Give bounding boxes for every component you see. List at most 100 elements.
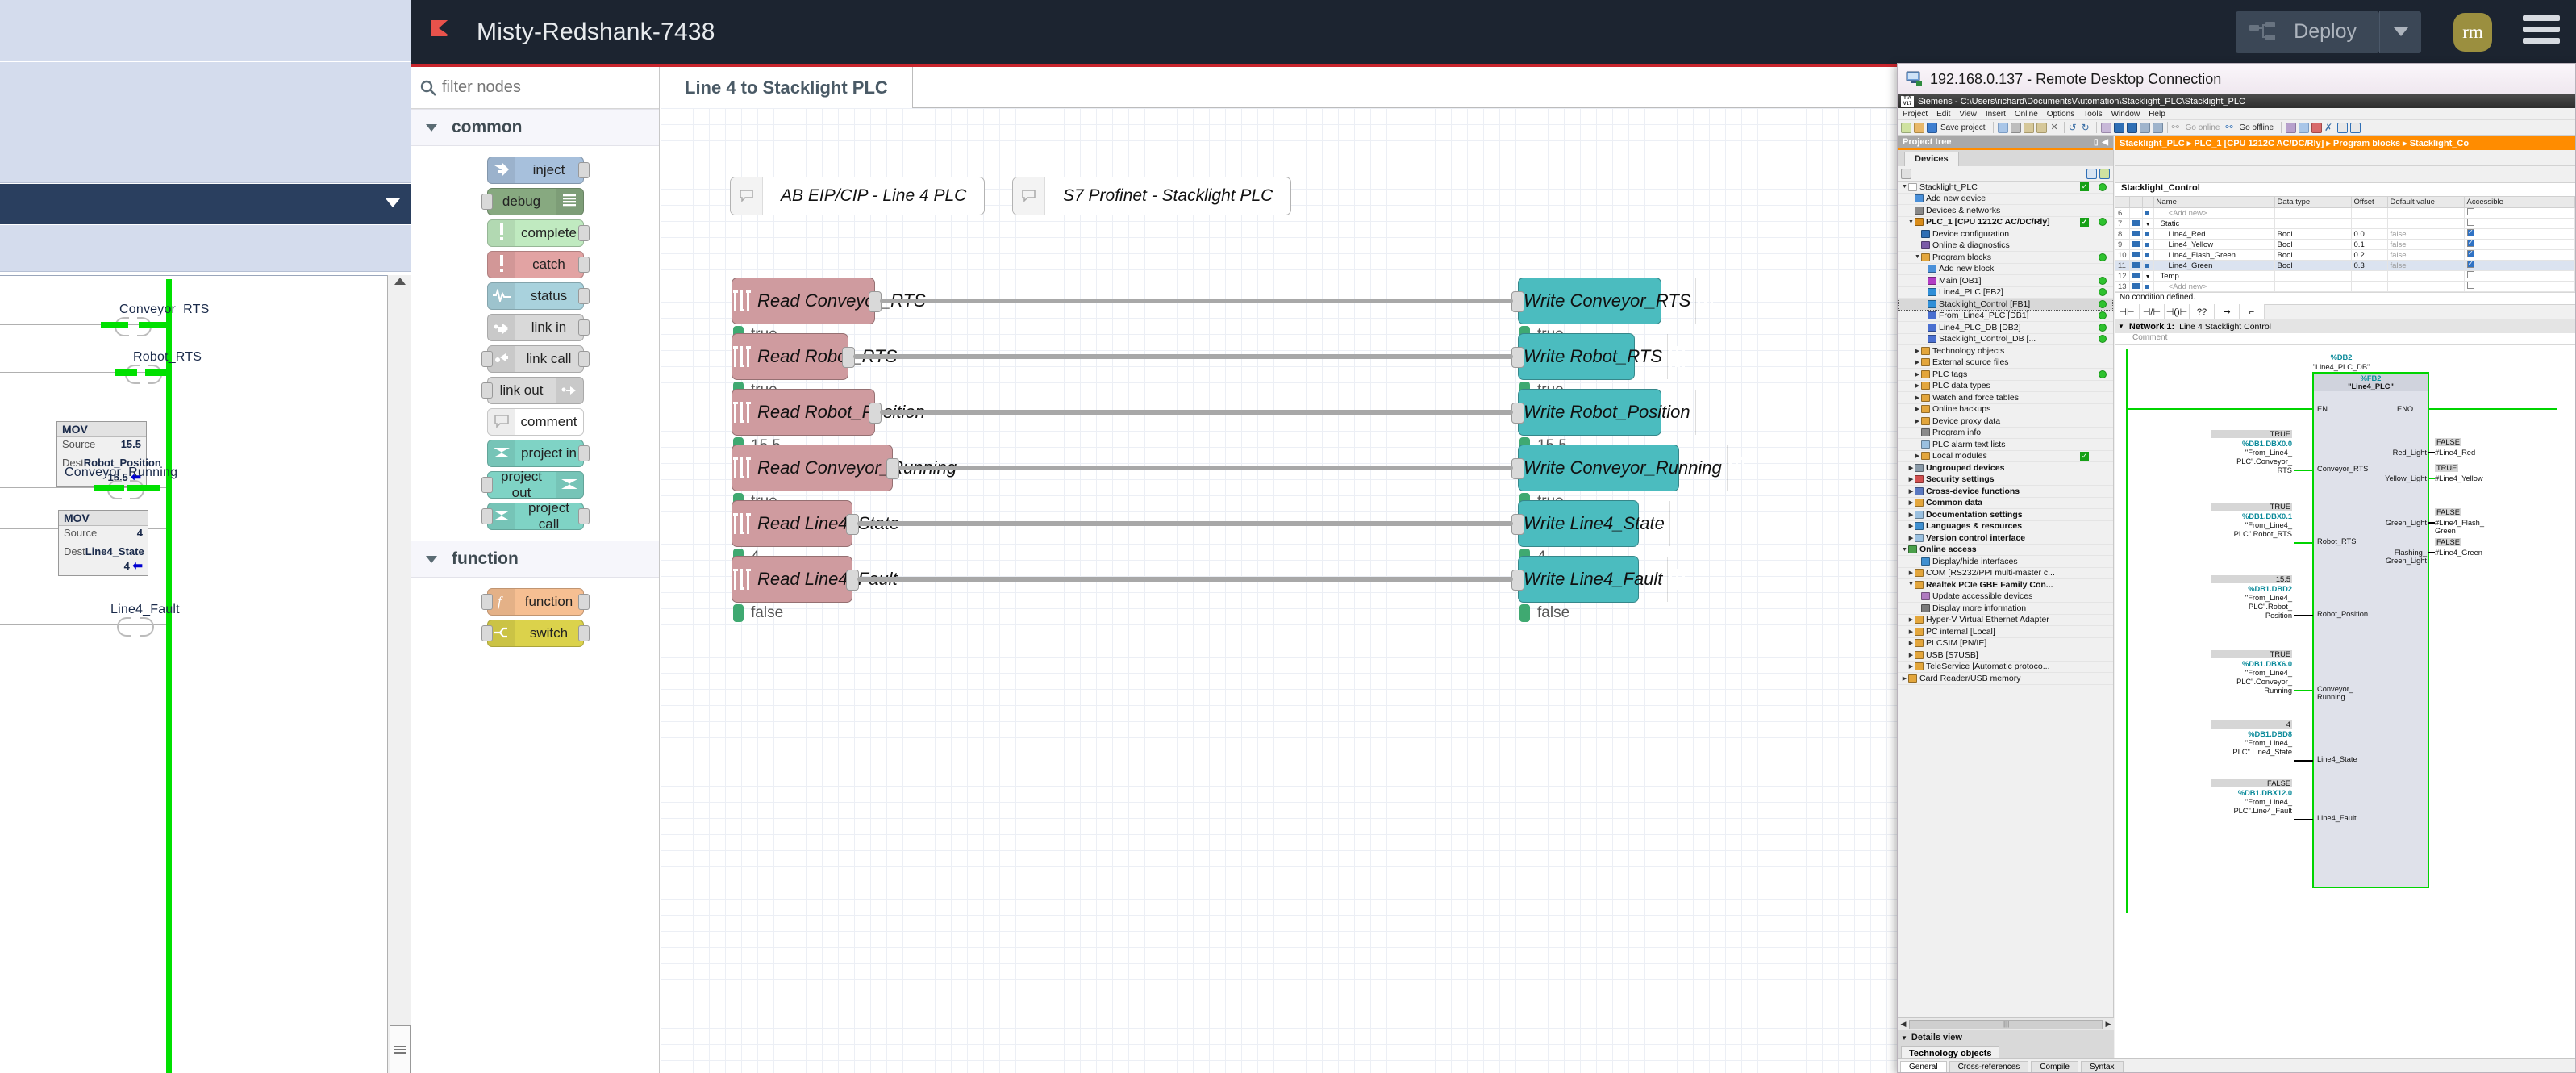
tree-item-local-modules[interactable]: ▶Local modules✓ xyxy=(1898,451,2113,463)
palette-node-complete[interactable]: complete xyxy=(487,219,584,247)
var-type[interactable]: Bool xyxy=(2274,261,2351,271)
node-input-port[interactable] xyxy=(481,351,493,367)
col-offset[interactable]: Offset xyxy=(2351,197,2387,208)
redo-icon[interactable]: ↻ xyxy=(2082,123,2092,133)
expander-icon[interactable]: ▶ xyxy=(1907,511,1915,518)
node-output-port[interactable] xyxy=(578,257,590,273)
expander-icon[interactable]: ▶ xyxy=(1914,418,1921,424)
node-output-port[interactable] xyxy=(578,319,590,336)
expander-icon[interactable]: ▶ xyxy=(1907,640,1915,646)
tree-item-stacklight-control-fb1[interactable]: Stacklight_Control [FB1] xyxy=(1898,299,2113,311)
tree-item-device-configuration[interactable]: Device configuration xyxy=(1898,228,2113,240)
node-input-port[interactable] xyxy=(1511,570,1524,591)
tab-devices[interactable]: Devices xyxy=(1904,152,1959,166)
table-row[interactable]: 11Line4_GreenBool0.3false xyxy=(2115,261,2575,271)
tree-options-icon[interactable] xyxy=(1901,169,1911,179)
tree-item-cross-device-functions[interactable]: ▶Cross-device functions xyxy=(1898,486,2113,498)
var-accessible[interactable] xyxy=(2464,271,2574,282)
palette-node-function[interactable]: ffunction xyxy=(487,588,584,616)
menu-online[interactable]: Online xyxy=(2015,110,2038,119)
flow-wire[interactable] xyxy=(857,577,1513,582)
tree-item-ungrouped-devices[interactable]: ▶Ungrouped devices xyxy=(1898,462,2113,474)
read-node[interactable]: Read Conveyor_Running xyxy=(732,445,893,491)
palette-node-comment[interactable]: comment xyxy=(487,408,584,436)
tree-item-add-new-block[interactable]: Add new block xyxy=(1898,264,2113,276)
menu-project[interactable]: Project xyxy=(1903,110,1928,119)
var-name[interactable]: Static xyxy=(2153,219,2274,229)
tree-item-plcsim-pn-ie[interactable]: ▶PLCSIM [PN/IE] xyxy=(1898,638,2113,650)
expander-icon[interactable]: ▶ xyxy=(1907,663,1915,670)
read-node[interactable]: Read Line4_State xyxy=(732,500,852,547)
expander-icon[interactable]: ▶ xyxy=(1901,675,1908,682)
tree-list-icon[interactable] xyxy=(2086,169,2097,179)
tree-item-program-info[interactable]: Program info xyxy=(1898,428,2113,440)
tree-item-card-reader-usb-memory[interactable]: ▶Card Reader/USB memory xyxy=(1898,673,2113,685)
tree-item-add-new-device[interactable]: Add new device xyxy=(1898,194,2113,206)
table-row[interactable]: 7▼Static xyxy=(2115,219,2575,229)
tree-item-update-accessible-devices[interactable]: Update accessible devices xyxy=(1898,591,2113,603)
palette-category-common[interactable]: common xyxy=(411,109,659,146)
tree-item-online-backups[interactable]: ▶Online backups xyxy=(1898,404,2113,416)
tree-item-display-more-information[interactable]: Display more information xyxy=(1898,603,2113,615)
tree-horizontal-scrollbar[interactable]: ◀ |||| ▶ xyxy=(1898,1017,2114,1030)
expander-icon[interactable]: ▶ xyxy=(1914,382,1921,389)
rt-icon[interactable] xyxy=(2153,123,2163,133)
var-accessible[interactable] xyxy=(2464,208,2574,219)
tree-item-usb-s7usb[interactable]: ▶USB [S7USB] xyxy=(1898,649,2113,662)
details-view-header[interactable]: ▼ Details view xyxy=(1898,1030,2114,1045)
read-node[interactable]: Read Conveyor_RTS xyxy=(732,278,875,324)
comment-node[interactable]: S7 Profinet - Stacklight PLC xyxy=(1012,177,1291,215)
tree-item-online-access[interactable]: ▼Online access xyxy=(1898,545,2113,557)
expander-icon[interactable]: ▶ xyxy=(1914,348,1921,354)
menu-window[interactable]: Window xyxy=(2111,110,2140,119)
deploy-dropdown-button[interactable] xyxy=(2379,11,2421,53)
tree-item-devices-networks[interactable]: Devices & networks xyxy=(1898,205,2113,217)
table-row[interactable]: 13<Add new> xyxy=(2115,282,2575,292)
close-view-icon[interactable]: ✗ xyxy=(2324,123,2335,133)
expander-icon[interactable]: ▶ xyxy=(1907,523,1915,529)
comment-node[interactable]: AB EIP/CIP - Line 4 PLC xyxy=(730,177,985,215)
var-name[interactable]: Line4_Green xyxy=(2153,261,2274,271)
node-output-port[interactable] xyxy=(578,625,590,641)
tree-item-line4-plc-fb2[interactable]: Line4_PLC [FB2] xyxy=(1898,287,2113,299)
flow-wire[interactable] xyxy=(898,466,1513,470)
palette-node-link-call[interactable]: link call xyxy=(487,345,584,373)
node-input-port[interactable] xyxy=(1511,347,1524,368)
expander-icon[interactable]: ▶ xyxy=(1907,628,1915,635)
expander-icon[interactable]: ▼ xyxy=(1907,582,1915,587)
palette-node-project-out[interactable]: project out xyxy=(487,471,584,499)
tree-item-external-source-files[interactable]: ▶External source files xyxy=(1898,357,2113,369)
write-node[interactable]: Write Robot_RTS xyxy=(1518,333,1635,380)
node-input-port[interactable] xyxy=(1511,458,1524,479)
expander-icon[interactable]: ▶ xyxy=(1907,616,1915,623)
compile-icon[interactable] xyxy=(2101,123,2111,133)
palette-node-project-call[interactable]: project call xyxy=(487,503,584,530)
search-input[interactable] xyxy=(442,78,651,97)
ladder-diagram[interactable]: %DB2"Line4_PLC_DB"%FB2"Line4_PLC"ENENOTR… xyxy=(2115,345,2575,934)
var-default[interactable]: false xyxy=(2387,240,2464,250)
footer-tab-syntax[interactable]: Syntax xyxy=(2081,1061,2124,1072)
open-branch-icon[interactable]: ↦ xyxy=(2215,304,2240,319)
node-input-port[interactable] xyxy=(481,508,493,524)
stop-monitor-icon[interactable] xyxy=(2311,123,2322,133)
tree-item-stacklight-plc[interactable]: ▼Stacklight_PLC✓ xyxy=(1898,182,2113,194)
var-type[interactable]: Bool xyxy=(2274,250,2351,261)
var-accessible[interactable] xyxy=(2464,261,2574,271)
expander-icon[interactable]: ▶ xyxy=(1914,371,1921,378)
var-default[interactable]: false xyxy=(2387,229,2464,240)
menu-view[interactable]: View xyxy=(1959,110,1977,119)
tree-item-languages-resources[interactable]: ▶Languages & resources xyxy=(1898,521,2113,533)
var-default[interactable] xyxy=(2387,271,2464,282)
bg-vertical-scrollbar[interactable] xyxy=(387,275,411,1073)
tree-item-technology-objects[interactable]: ▶Technology objects xyxy=(1898,345,2113,357)
expander-icon[interactable]: ▼ xyxy=(1914,254,1921,260)
var-default[interactable] xyxy=(2387,282,2464,292)
tree-refresh-icon[interactable] xyxy=(2099,169,2110,179)
tree-item-security-settings[interactable]: ▶Security settings xyxy=(1898,474,2113,486)
tree-item-line4-plc-db-db2[interactable]: Line4_PLC_DB [DB2] xyxy=(1898,322,2113,334)
tree-item-plc-tags[interactable]: ▶PLC tags xyxy=(1898,369,2113,381)
write-node[interactable]: Write Conveyor_Running xyxy=(1518,445,1679,491)
interface-table[interactable]: NameData typeOffsetDefault valueAccessib… xyxy=(2115,196,2575,292)
coil-icon[interactable]: ⊣()⊢ xyxy=(2165,304,2190,319)
tree-item-stacklight-control-db[interactable]: Stacklight_Control_DB [... xyxy=(1898,334,2113,346)
